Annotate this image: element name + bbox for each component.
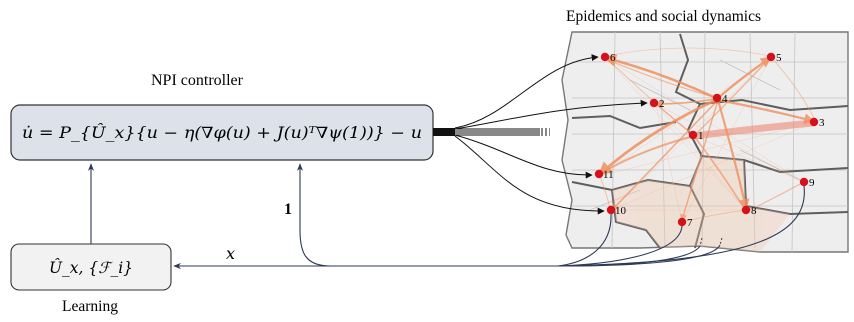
flow-6-5 xyxy=(605,47,771,57)
node-3: 3 xyxy=(809,117,825,129)
flow-4-6 xyxy=(603,54,718,100)
flow-1-11 xyxy=(599,135,695,175)
flow-9-8 xyxy=(749,181,805,211)
node-5: 5 xyxy=(766,52,782,64)
control-output-bundle xyxy=(433,128,550,136)
node-1: 1 xyxy=(688,130,704,142)
epidemic-map: 6 5 2 4 3 1 11 9 10 8 7 xyxy=(561,31,849,253)
svg-text:5: 5 xyxy=(776,52,782,64)
map-nodes: 6 5 2 4 3 1 11 9 10 8 7 xyxy=(594,52,825,229)
edge-label-x: x xyxy=(226,244,235,263)
svg-text:4: 4 xyxy=(722,93,728,105)
flow-5-1 xyxy=(695,57,771,135)
minor-flows xyxy=(599,57,816,223)
one-feedback-arrow xyxy=(296,163,331,267)
flow-4-7 xyxy=(680,99,719,222)
feedback-mid-2 xyxy=(559,244,721,267)
learning-box-label: Û_x, {ℱ_i} xyxy=(49,259,133,277)
controller-equation: u̇ = P_{Û_x}{u − η(∇φ(u) + J(u)ᵀ∇ψ(1))} … xyxy=(22,124,422,142)
flow-1-8 xyxy=(693,135,745,209)
control-arrow-to-11 xyxy=(454,134,593,179)
svg-text:8: 8 xyxy=(751,205,757,217)
flow-11-10 xyxy=(599,175,611,209)
epidemics-title: Epidemics and social dynamics xyxy=(566,8,761,25)
flow-6-4 xyxy=(607,59,715,98)
svg-text:2: 2 xyxy=(659,98,665,110)
mobility-flows xyxy=(597,47,817,223)
flow-7-8 xyxy=(681,209,747,223)
flow-4-11 xyxy=(597,98,718,176)
control-arrow-to-6 xyxy=(454,54,599,129)
flow-4-5 xyxy=(716,56,772,100)
flow-5-3 xyxy=(771,57,816,121)
edge-label-one: 1 xyxy=(284,201,292,218)
node-4: 4 xyxy=(712,93,728,105)
node-7: 7 xyxy=(677,217,693,229)
node-9: 9 xyxy=(799,177,815,189)
controller-title: NPI controller xyxy=(151,72,244,89)
feedback-paths xyxy=(87,163,805,270)
control-arrow-to-2 xyxy=(454,99,648,130)
node-2: 2 xyxy=(649,98,665,110)
flow-4-2 xyxy=(654,98,717,108)
flow-4-10 xyxy=(610,99,719,212)
flow-4-8 xyxy=(716,98,750,211)
node-10: 10 xyxy=(606,205,627,217)
bundle-bar xyxy=(433,128,455,136)
svg-text:6: 6 xyxy=(610,52,616,64)
feedback-from-10 xyxy=(557,213,612,267)
node-8: 8 xyxy=(741,205,757,217)
feedback-from-7 xyxy=(557,225,683,267)
feedback-from-9 xyxy=(557,185,805,267)
svg-text:3: 3 xyxy=(819,117,825,129)
feedback-dashes xyxy=(699,237,723,247)
control-arrows xyxy=(454,54,648,215)
svg-text:11: 11 xyxy=(603,169,614,181)
svg-text:1: 1 xyxy=(698,130,704,142)
learning-label: Learning xyxy=(62,298,118,315)
control-arrow-to-10 xyxy=(454,135,605,215)
svg-text:7: 7 xyxy=(687,217,693,229)
node-11: 11 xyxy=(594,169,614,181)
svg-text:10: 10 xyxy=(615,205,627,217)
node-6: 6 xyxy=(600,52,616,64)
svg-text:9: 9 xyxy=(809,177,815,189)
flow-2-1 xyxy=(655,103,693,135)
flow-6-2 xyxy=(605,57,655,103)
